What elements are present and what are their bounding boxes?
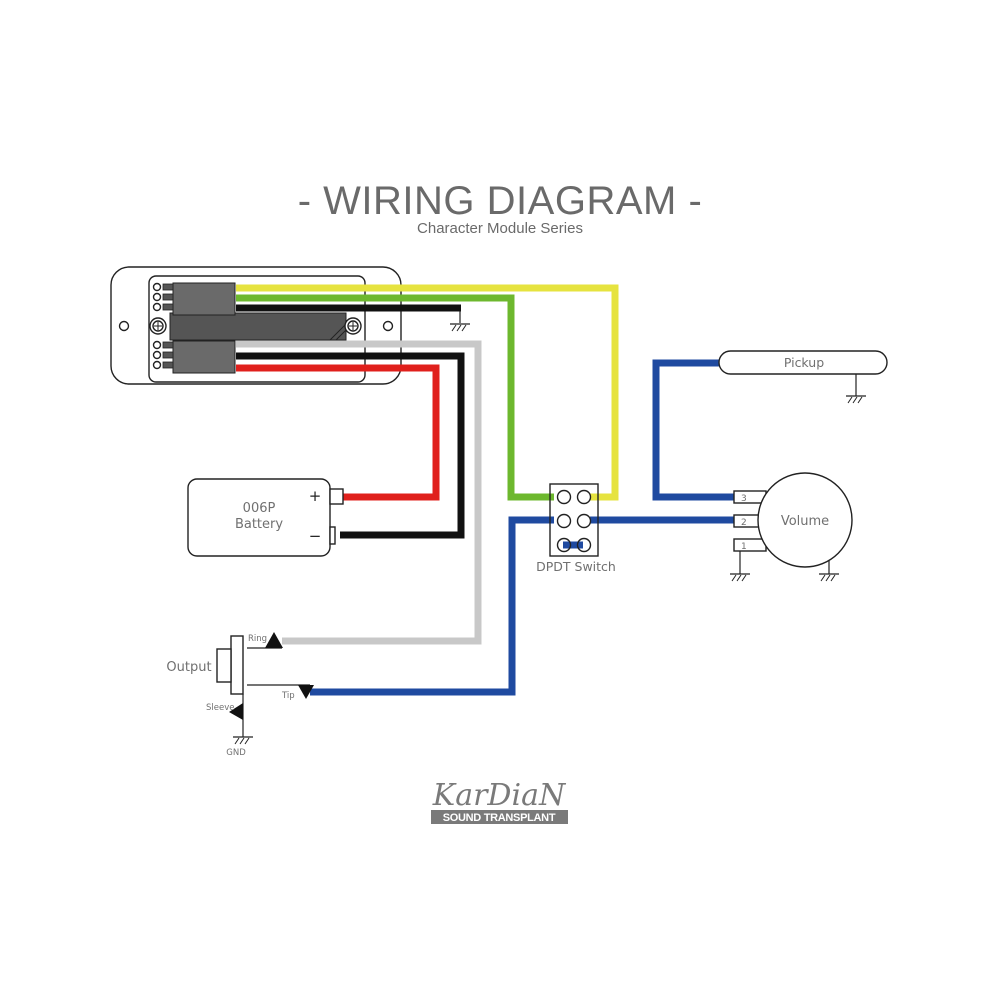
lug-3-label: 3 [741, 494, 747, 504]
wire-blue-pickup [652, 359, 734, 501]
switch-body [549, 483, 599, 557]
output-jack: Output Ring Tip Sleeve GND [166, 632, 314, 758]
switch-lug [576, 513, 592, 529]
ground-icon-module [450, 311, 470, 332]
module-internals [149, 282, 362, 374]
diagram-subtitle: Character Module Series [417, 220, 583, 237]
dpdt-switch: DPDT Switch [536, 483, 616, 574]
switch-lug [576, 489, 592, 505]
pickup-body [718, 350, 888, 375]
volume-pot: 3 2 1 Volume [730, 472, 853, 582]
sleeve-arrow-icon [229, 703, 243, 720]
volume-label: Volume [781, 514, 829, 529]
switch-lug [556, 513, 572, 529]
sleeve-label: Sleeve [206, 703, 234, 713]
switch-lug [556, 489, 572, 505]
volume-body [757, 472, 853, 568]
wire-green [236, 294, 554, 501]
ring-label: Ring [248, 634, 267, 644]
coil-block-top [172, 282, 236, 316]
wire-yellow [236, 284, 619, 501]
battery-terminal-plus [329, 488, 344, 505]
ring-arrow-icon [265, 632, 283, 648]
ground-icon-lug1 [730, 551, 750, 582]
wire-blue-tip [310, 516, 554, 696]
wire-black-battery [236, 352, 465, 539]
logo-tagline-bar [431, 810, 568, 824]
terminal-pins-top [152, 282, 174, 312]
switch-lug [576, 537, 592, 553]
tip-label: Tip [281, 691, 295, 701]
lug-1-label: 1 [741, 542, 747, 552]
wires [236, 284, 734, 696]
minus-sign: − [309, 527, 322, 545]
jack-barrel [216, 648, 232, 683]
battery-body [187, 478, 331, 557]
pickup-label: Pickup [784, 355, 824, 370]
ground-icon-pot [819, 560, 839, 582]
wire-gray-ring [236, 340, 482, 645]
plus-sign: + [309, 487, 322, 505]
mount-hole-left [118, 320, 130, 332]
battery-terminal-minus [329, 526, 336, 545]
logo-tagline: SOUND TRANSPLANT [443, 812, 556, 824]
switch-lug [556, 537, 572, 553]
gnd-label: GND [226, 748, 246, 758]
jack-body [230, 635, 244, 695]
ground-icon-pickup [846, 374, 866, 404]
terminal-pins-bottom [152, 340, 174, 370]
module-inner-frame [148, 275, 366, 383]
lug-2-label: 2 [741, 518, 747, 528]
battery-label-model: 006P [243, 501, 276, 516]
pickup: Pickup [718, 350, 888, 404]
lug-1 [733, 538, 767, 552]
ground-icon-jack [233, 730, 253, 745]
diagram-title: - WIRING DIAGRAM - [298, 179, 703, 223]
logo-brand: KarDiaN [432, 778, 567, 813]
screw-icon-right [344, 317, 362, 335]
battery-label: Battery [235, 517, 283, 532]
module-bar [169, 312, 347, 341]
wire-red-battery [236, 364, 440, 501]
tip-arrow-icon [298, 685, 314, 699]
battery: 006P Battery + − [187, 478, 344, 557]
coil-block-bottom [172, 340, 236, 374]
output-label: Output [166, 660, 211, 675]
switch-label: DPDT Switch [536, 559, 616, 574]
mount-hole-right [382, 320, 394, 332]
brand-logo: KarDiaN SOUND TRANSPLANT [431, 778, 568, 824]
screw-icon-left [149, 317, 167, 335]
